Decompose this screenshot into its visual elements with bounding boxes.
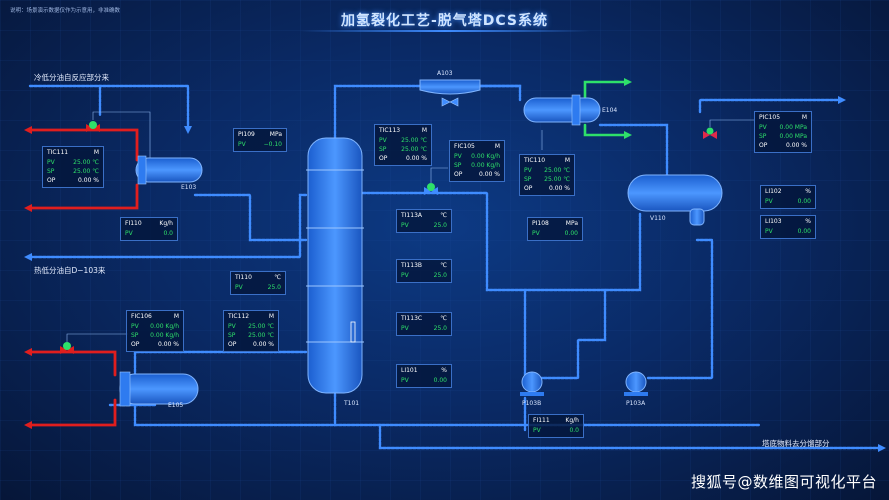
pipe-e104-to-v110	[598, 123, 669, 180]
pipe-red-e105-in	[28, 350, 117, 377]
exchanger-e103	[135, 155, 203, 185]
air-cooler-a103	[419, 79, 481, 107]
exchanger-e104	[523, 94, 601, 126]
pipe-e105-bottom	[133, 403, 337, 427]
pipe-reflux	[360, 191, 642, 292]
pump-p103b	[520, 371, 544, 396]
pipe-e103-to-tower	[193, 193, 308, 242]
pipe-cold-feed	[28, 84, 190, 130]
exchanger-e105	[119, 371, 199, 407]
pipe-pump-a-discharge	[646, 238, 714, 380]
pipe-green-e104-out	[583, 123, 627, 137]
drum-v110	[627, 174, 723, 226]
label-v110: V110	[650, 215, 666, 222]
demo-notice: 说明：场景演示数据仅作为示意用，非准确数	[10, 8, 121, 14]
watermark: 搜狐号@数维图可视化平台	[690, 473, 877, 491]
pipe-bottoms-out	[378, 423, 882, 450]
label-p103b: P103B	[522, 400, 542, 407]
label-p103a: P103A	[626, 400, 646, 407]
label-e105: E105	[168, 402, 184, 409]
label-a103: A103	[437, 70, 453, 77]
valve-fic105	[424, 183, 438, 195]
flow-label-cold-feed: 冷低分油自反应部分来	[34, 73, 109, 82]
pipe-pump-a-suction	[538, 288, 607, 380]
pipe-red-e103-in	[28, 128, 139, 162]
valve-fic106	[60, 342, 74, 354]
page-title: 加氢裂化工艺-脱气塔DCS系统	[340, 13, 549, 29]
pipe-red-e103-out	[28, 183, 139, 210]
pipe-hot-feed	[28, 193, 308, 259]
title-underline	[300, 30, 590, 32]
valve-pic105	[703, 127, 717, 139]
pipe-green-e104-in	[583, 80, 627, 100]
label-t101: T101	[344, 400, 360, 407]
flow-label-hot-feed: 热低分油自D−103来	[34, 266, 106, 275]
label-e104: E104	[602, 107, 618, 114]
pipe-red-e105-out	[28, 398, 117, 427]
tower-t101	[306, 137, 364, 394]
flow-label-bottoms: 塔底物料去分馏部分	[762, 439, 830, 448]
valve-tic111	[86, 121, 100, 132]
label-e103: E103	[181, 184, 197, 191]
pump-p103a	[624, 371, 648, 396]
pipe-v110-vent	[698, 98, 842, 114]
